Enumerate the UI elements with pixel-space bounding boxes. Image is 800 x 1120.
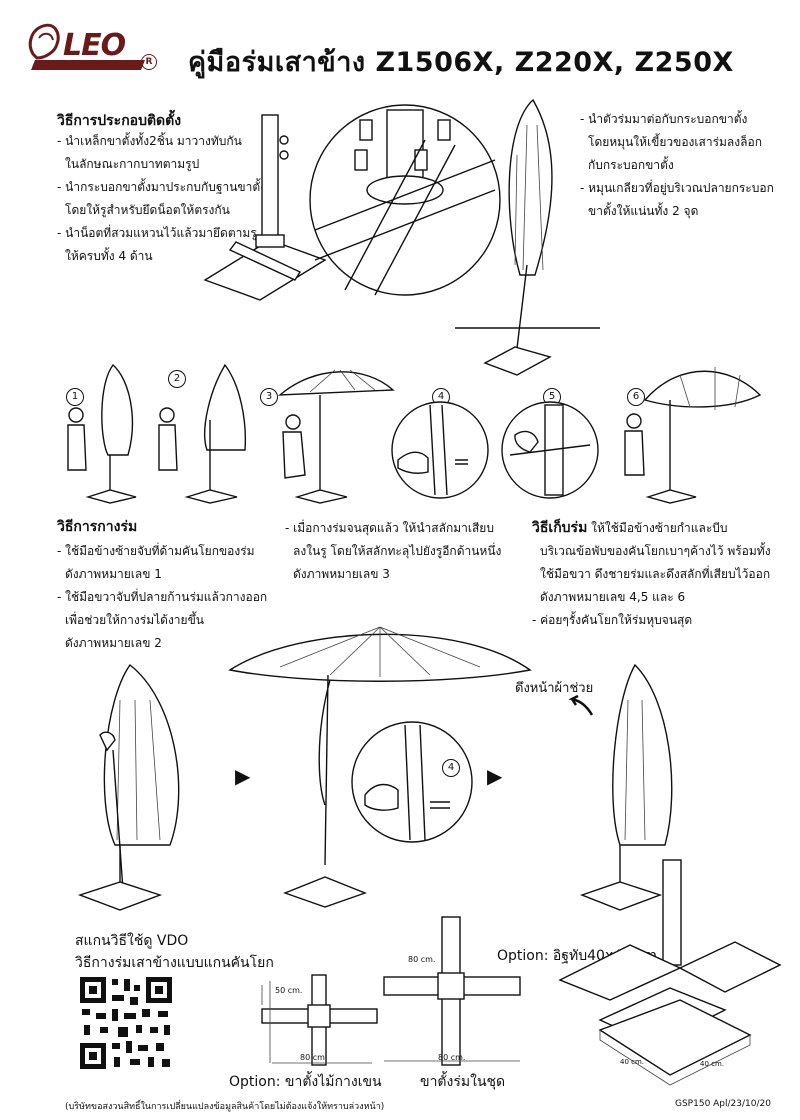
dim-80cm-bottom: 80 cm. — [438, 1053, 466, 1062]
open-line: - ใช้มือขวาจับที่ปลายก้านร่มแล้วกางออก — [57, 590, 268, 604]
open-umbrella-illustration — [228, 626, 532, 908]
scan-line-1: สแกนวิธีใช้ดู VDO — [75, 933, 189, 949]
install-line: ให้ครบทั้ง 4 ด้าน — [65, 249, 153, 263]
install-line: ในลักษณะกากบาทตามรูป — [65, 157, 200, 171]
close-heading: วิธีเก็บร่ม — [532, 520, 588, 536]
step-4-detail-badge: 4 — [442, 759, 460, 777]
scan-line-2: วิธีกางร่มเสาข้างแบบแกนคันโยก — [75, 955, 274, 971]
open-line: - ใช้มือข้างซ้ายจับที่ด้ามคันโยกของร่ม — [57, 544, 255, 558]
install-line: - นำเหล็กขาตั้งทั้ง2ชิ้น มาวางทับกัน — [57, 134, 242, 148]
close-lines: บริเวณข้อพับของคันโยกเบาๆค้างไว้ พร้อมทั… — [532, 540, 771, 632]
step-2-illustration — [158, 363, 247, 504]
step-1-badge: 1 — [66, 388, 84, 406]
dim-50cm: 50 cm. — [275, 986, 303, 995]
step-1-illustration — [67, 363, 137, 504]
step-3-badge: 3 — [260, 388, 278, 406]
document-code: GSP150 Apl/23/10/20 — [675, 1099, 771, 1109]
disclaimer: (บริษัทขอสงวนสิทธิ์ในการเปลี่ยนแปลงข้อมู… — [65, 1102, 385, 1112]
included-stand-label: ขาตั้งร่มในชุด — [420, 1074, 506, 1090]
next-arrow-2-icon: ▶ — [487, 764, 503, 788]
close-line: ดังภาพหมายเลข 4,5 และ 6 — [540, 590, 686, 604]
open-line: ดังภาพหมายเลข 3 — [293, 567, 390, 581]
tile-stand-illustration — [558, 859, 782, 1086]
dim-80cm-top: 80 cm. — [408, 955, 436, 964]
attach-line: โดยหมุนให้เขี้ยวของเสาร่มลงล็อก — [588, 135, 762, 149]
open-line: ลงในรู โดยให้สลักทะลุไปยังรูอีกด้านหนึ่ง — [293, 544, 502, 558]
open-instructions-continued: - เมื่อกางร่มจนสุดแล้ว ให้นำสลักมาเสียบ … — [285, 517, 501, 586]
close-line: ใช้มือขวา ดึงชายร่มและดึงสลักที่เสียบไว้… — [540, 567, 771, 581]
bolt-detail-illustration — [309, 104, 501, 296]
vdo-qr-code[interactable] — [78, 975, 174, 1071]
attach-line: ขาตั้งให้แน่นทั้ง 2 จุด — [588, 204, 699, 218]
lock-detail-illustration — [351, 721, 473, 843]
step-4-detail — [391, 401, 489, 499]
scan-text: สแกนวิธีใช้ดู VDO วิธีกางร่มเสาข้างแบบแก… — [75, 930, 274, 974]
install-line: - นำน็อตที่สวมแหวนไว้แล้วมายึดตามรู — [57, 226, 257, 240]
step-3-illustration — [278, 369, 395, 504]
pull-fabric-label: ดึงหน้าผ้าช่วย — [515, 681, 594, 696]
dim-80cm-wood: 80 cm. — [300, 1053, 328, 1062]
pull-arrow-icon — [568, 694, 594, 716]
tile-dim-2: 40 cm. — [700, 1060, 725, 1068]
lion-emblem-icon — [28, 23, 145, 70]
open-line: ดังภาพหมายเลข 2 — [65, 636, 162, 650]
base-assembly-illustration — [203, 114, 327, 301]
wooden-cross-stand-illustration — [261, 974, 378, 1066]
attach-line: กับกระบอกขาตั้ง — [588, 158, 674, 172]
open-line: - เมื่อกางร่มจนสุดแล้ว ให้นำสลักมาเสียบ — [285, 521, 494, 535]
attach-line: - หมุนเกลียวที่อยู่บริเวณปลายกระบอก — [580, 181, 774, 195]
install-instructions: - นำเหล็กขาตั้งทั้ง2ชิ้น มาวางทับกัน ในล… — [57, 130, 266, 268]
next-arrow-1-icon: ▶ — [235, 764, 251, 788]
install-line: โดยให้รูสำหรับยึดน็อตให้ตรงกัน — [65, 203, 230, 217]
registered-icon: R — [141, 54, 157, 70]
umbrella-attach-illustration — [455, 98, 600, 376]
install-heading: วิธีการประกอบติดตั้ง — [57, 113, 182, 129]
close-first-line: ให้ใช้มือข้างซ้ายกำและบีบ — [591, 521, 728, 535]
closed-umbrella-illustration — [77, 663, 180, 911]
step-6-illustration — [624, 367, 762, 504]
closing-umbrella-illustration — [579, 663, 673, 911]
close-instructions: วิธีเก็บร่ม ให้ใช้มือข้างซ้ายกำและบีบ — [532, 517, 728, 539]
install-line: - นำกระบอกขาตั้งมาประกบกับฐานขาตั้ง — [57, 180, 267, 194]
brand-logo: LEO R — [25, 14, 157, 80]
brand-name: LEO — [63, 28, 126, 63]
open-line: ดังภาพหมายเลข 1 — [65, 567, 162, 581]
step-6-badge: 6 — [627, 388, 645, 406]
close-line: บริเวณข้อพับของคันโยกเบาๆค้างไว้ พร้อมทั… — [540, 544, 771, 558]
included-stand-illustration — [383, 916, 521, 1066]
open-instructions: - ใช้มือข้างซ้ายจับที่ด้ามคันโยกของร่ม ด… — [57, 540, 267, 655]
wood-option-label: Option: ขาตั้งไม้กางเขน — [229, 1074, 382, 1090]
attach-line: - นำตัวร่มมาต่อกับกระบอกขาตั้ง — [580, 112, 748, 126]
page-title: คู่มือร่มเสาข้าง Z1506X, Z220X, Z250X — [188, 47, 734, 78]
open-line: เพื่อช่วยให้กางร่มได้งายขึ้น — [65, 613, 204, 627]
attach-instructions: - นำตัวร่มมาต่อกับกระบอกขาตั้ง โดยหมุนให… — [580, 108, 774, 223]
step-2-badge: 2 — [168, 370, 186, 388]
step-5-detail — [501, 401, 599, 499]
tile-dim-1: 40 cm. — [620, 1058, 645, 1066]
open-heading: วิธีการกางร่ม — [57, 519, 138, 535]
close-line: - ค่อยๆรั้งคันโยกให้ร่มหุบจนสุด — [532, 613, 693, 627]
